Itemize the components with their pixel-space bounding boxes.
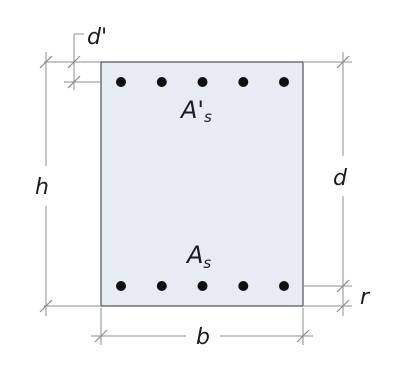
- r-dimension: r: [304, 280, 371, 316]
- top-rebar: [279, 77, 289, 87]
- b-label: b: [196, 325, 210, 350]
- bottom-rebar: [197, 281, 208, 291]
- d-top-tick: [336, 55, 350, 69]
- d-prime-dimension: d': [64, 25, 107, 90]
- b-right-tick: [296, 329, 310, 343]
- tension-steel-label: As: [185, 241, 211, 272]
- compression-steel-prime: ': [197, 96, 204, 124]
- h-bottom-tick: [39, 299, 53, 313]
- compression-steel-subscript: s: [204, 108, 212, 126]
- tension-steel-main: A: [185, 241, 203, 269]
- d-dimension: d: [304, 52, 352, 296]
- bottom-rebar: [116, 281, 126, 291]
- d-prime-bottom-tick: [67, 75, 81, 89]
- compression-steel-label: A's: [179, 96, 212, 126]
- b-left-tick: [94, 329, 108, 343]
- h-dimension: h: [35, 52, 100, 316]
- bottom-rebar: [156, 281, 167, 291]
- top-rebar: [197, 77, 208, 87]
- tension-steel-subscript: s: [203, 254, 211, 272]
- d-prime-top-tick: [67, 55, 81, 69]
- d-label: d: [333, 166, 348, 191]
- compression-steel-main: A: [179, 96, 197, 124]
- h-top-tick: [39, 55, 53, 69]
- b-dimension: b: [91, 308, 313, 350]
- bottom-reinforcement-bars: [116, 281, 289, 291]
- r-bottom-tick: [336, 299, 350, 313]
- d-prime-label: d': [87, 25, 107, 50]
- top-rebar: [156, 77, 167, 87]
- concrete-section: [100, 61, 304, 307]
- top-reinforcement-bars: [116, 77, 289, 87]
- h-label: h: [35, 175, 49, 200]
- bottom-rebar: [238, 281, 249, 291]
- top-rebar: [238, 77, 249, 87]
- top-rebar: [116, 77, 126, 87]
- r-label: r: [360, 285, 371, 310]
- bottom-rebar: [279, 281, 289, 291]
